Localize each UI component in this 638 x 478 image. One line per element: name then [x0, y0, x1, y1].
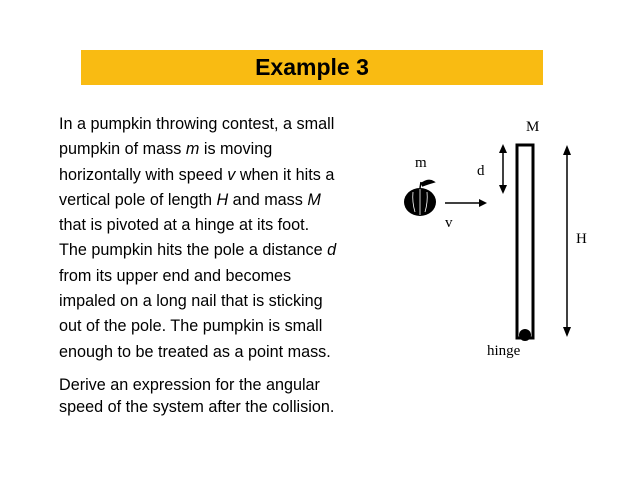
title-bar: Example 3 [81, 50, 543, 85]
label-hinge: hinge [487, 343, 521, 359]
problem-line: pumpkin of mass m is moving [59, 137, 389, 162]
label-big-m: M [526, 119, 539, 135]
problem-line: The pumpkin hits the pole a distance d [59, 238, 389, 263]
hinge [519, 329, 531, 341]
text-run: vertical pole of length [59, 190, 217, 209]
variable-text: v [227, 165, 236, 184]
text-run: impaled on a long nail that is sticking [59, 292, 323, 311]
text-run: The pumpkin hits the pole a distance [59, 241, 328, 260]
variable-text: M [307, 190, 321, 209]
variable-text: H [216, 190, 229, 209]
pumpkin [404, 179, 436, 216]
velocity-arrow [445, 199, 487, 207]
problem-line: from its upper end and becomes [59, 264, 389, 289]
problem-line: horizontally with speed v when it hits a [59, 163, 389, 188]
text-run: from its upper end and becomes [59, 266, 292, 285]
problem-line: out of the pole. The pumpkin is small [59, 314, 389, 339]
text-run: when it hits a [235, 165, 335, 184]
text-run: pumpkin of mass [59, 140, 186, 159]
pole [515, 143, 535, 340]
variable-text: d [327, 241, 337, 260]
task-line: Derive an expression for the angular [59, 376, 320, 394]
text-run: enough to be treated as a point mass. [59, 342, 331, 361]
label-h: H [576, 231, 587, 247]
variable-text: m [185, 140, 200, 159]
distance-d-arrow [499, 144, 507, 194]
height-h-arrow [563, 145, 571, 337]
text-run: that is pivoted at a hinge at its foot. [59, 216, 310, 235]
problem-line: enough to be treated as a point mass. [59, 340, 389, 365]
problem-line: vertical pole of length H and mass M [59, 188, 389, 213]
problem-line: impaled on a long nail that is sticking [59, 289, 389, 314]
task-statement: Derive an expression for the angular spee… [59, 374, 389, 418]
problem-statement: In a pumpkin throwing contest, a small pu… [59, 112, 389, 365]
label-small-m: m [415, 155, 427, 171]
label-d: d [477, 163, 485, 179]
text-run: out of the pole. The pumpkin is small [59, 317, 323, 336]
problem-line: In a pumpkin throwing contest, a small [59, 112, 389, 137]
text-run: and mass [228, 190, 308, 209]
text-run: In a pumpkin throwing contest, a small [59, 115, 335, 133]
label-v: v [445, 215, 453, 231]
text-run: is moving [199, 140, 273, 159]
task-line: speed of the system after the collision. [59, 398, 335, 416]
slide-title: Example 3 [255, 54, 369, 80]
problem-line: that is pivoted at a hinge at its foot. [59, 213, 389, 238]
text-run: horizontally with speed [59, 165, 228, 184]
pumpkin-pole-diagram: M m d v H hinge [404, 119, 587, 359]
